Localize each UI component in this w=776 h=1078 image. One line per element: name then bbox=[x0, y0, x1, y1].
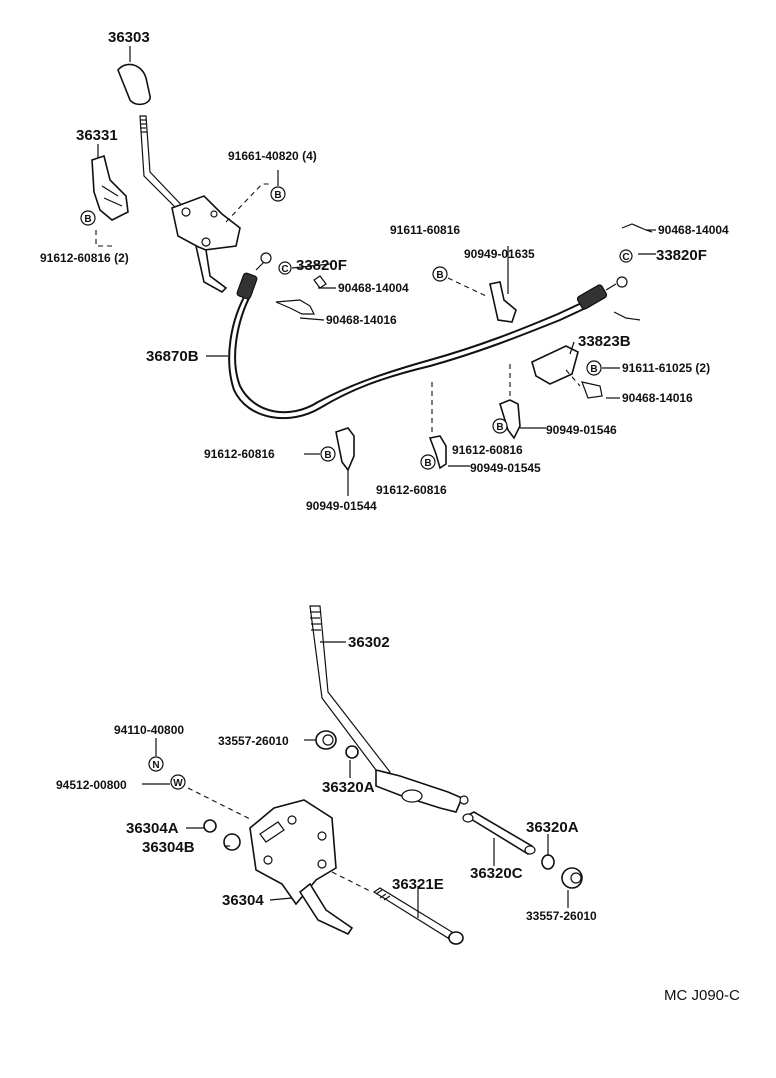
svg-text:B: B bbox=[496, 422, 503, 433]
label-36321e: 36321E bbox=[392, 876, 444, 893]
label-90468-14016-a: 90468-14016 bbox=[326, 313, 397, 327]
bolt-36321e bbox=[372, 887, 464, 945]
bushing-36304b bbox=[223, 833, 241, 851]
bolt-symbol-2: B bbox=[80, 210, 96, 226]
label-36303: 36303 bbox=[108, 29, 150, 46]
label-33557-26010-b: 33557-26010 bbox=[526, 909, 597, 923]
label-36304: 36304 bbox=[222, 892, 264, 909]
label-90468-14016-b: 90468-14016 bbox=[622, 391, 693, 405]
pin-36320c bbox=[462, 811, 536, 856]
cable-clip-right bbox=[613, 223, 653, 321]
bolt-symbol-4: B bbox=[586, 360, 602, 376]
svg-text:B: B bbox=[424, 458, 431, 469]
bushing-36304a bbox=[203, 819, 217, 833]
lever-bracket-36304 bbox=[249, 799, 354, 936]
svg-text:B: B bbox=[590, 364, 597, 375]
label-36304a: 36304A bbox=[126, 820, 179, 837]
bolt-symbol-5: B bbox=[492, 418, 508, 434]
label-94512-00800: 94512-00800 bbox=[56, 778, 127, 792]
label-36302: 36302 bbox=[348, 634, 390, 651]
label-36870b: 36870B bbox=[146, 348, 199, 365]
bolt-symbol-1: B bbox=[270, 186, 286, 202]
label-33820f-a: 33820F bbox=[296, 257, 347, 274]
svg-text:N: N bbox=[152, 760, 159, 771]
label-91661-40820: 91661-40820 (4) bbox=[228, 149, 317, 163]
label-33823b: 33823B bbox=[578, 333, 631, 350]
shift-lever-upper bbox=[139, 115, 191, 219]
label-91612-60816-d: 91612-60816 bbox=[376, 483, 447, 497]
label-91612-60816-c: 91612-60816 bbox=[452, 443, 523, 457]
drawing-code: MC J090-C bbox=[664, 987, 740, 1004]
bushing-36320a-a bbox=[345, 745, 359, 759]
label-90949-01635: 90949-01635 bbox=[464, 247, 535, 261]
shift-cable bbox=[228, 252, 628, 420]
bushing-33557-b bbox=[561, 867, 583, 889]
nut-symbol: N bbox=[148, 756, 164, 772]
shift-knob bbox=[117, 63, 151, 106]
label-36331: 36331 bbox=[76, 127, 118, 144]
label-90949-01546: 90949-01546 bbox=[546, 423, 617, 437]
label-94110-40800: 94110-40800 bbox=[114, 723, 184, 737]
label-33557-26010-a: 33557-26010 bbox=[218, 734, 289, 748]
label-36320a-a: 36320A bbox=[322, 779, 375, 796]
shift-lever-bracket bbox=[171, 195, 241, 293]
bushing-36320a-b bbox=[541, 854, 555, 870]
bracket-90949-01635 bbox=[489, 281, 517, 323]
bracket-90949-01546 bbox=[499, 399, 521, 440]
label-36304b: 36304B bbox=[142, 839, 195, 856]
svg-text:B: B bbox=[274, 190, 281, 201]
bracket-90949-01545 bbox=[428, 435, 447, 470]
bracket-33823b bbox=[531, 345, 603, 399]
label-33820f-b: 33820F bbox=[656, 247, 707, 264]
label-91612-60816-e: 91612-60816 bbox=[204, 447, 275, 461]
svg-text:C: C bbox=[622, 252, 629, 263]
cable-clip-left bbox=[275, 275, 327, 315]
bolt-symbol-3: B bbox=[432, 266, 448, 282]
bolt-symbol-7: B bbox=[420, 454, 436, 470]
shift-boot bbox=[91, 154, 129, 221]
bushing-33557-a bbox=[315, 730, 337, 750]
label-36320c: 36320C bbox=[470, 865, 523, 882]
label-90468-14004-b: 90468-14004 bbox=[658, 223, 729, 237]
label-90949-01544: 90949-01544 bbox=[306, 499, 377, 513]
clip-symbol-1: C bbox=[278, 261, 292, 275]
label-91611-61025: 91611-61025 (2) bbox=[622, 361, 710, 375]
bracket-90949-01544 bbox=[335, 427, 355, 472]
svg-text:B: B bbox=[84, 214, 91, 225]
svg-text:B: B bbox=[436, 270, 443, 281]
label-90468-14004-a: 90468-14004 bbox=[338, 281, 409, 295]
label-91612-60816-2: 91612-60816 (2) bbox=[40, 251, 129, 265]
clip-symbol-2: C bbox=[619, 249, 633, 263]
label-91611-60816: 91611-60816 bbox=[390, 223, 460, 237]
label-90949-01545: 90949-01545 bbox=[470, 461, 541, 475]
bolt-symbol-6: B bbox=[320, 446, 336, 462]
svg-text:W: W bbox=[173, 778, 183, 789]
svg-text:B: B bbox=[324, 450, 331, 461]
svg-text:C: C bbox=[281, 264, 288, 275]
washer-symbol: W bbox=[170, 774, 186, 790]
label-36320a-b: 36320A bbox=[526, 819, 579, 836]
shift-lever-lower bbox=[309, 605, 469, 813]
